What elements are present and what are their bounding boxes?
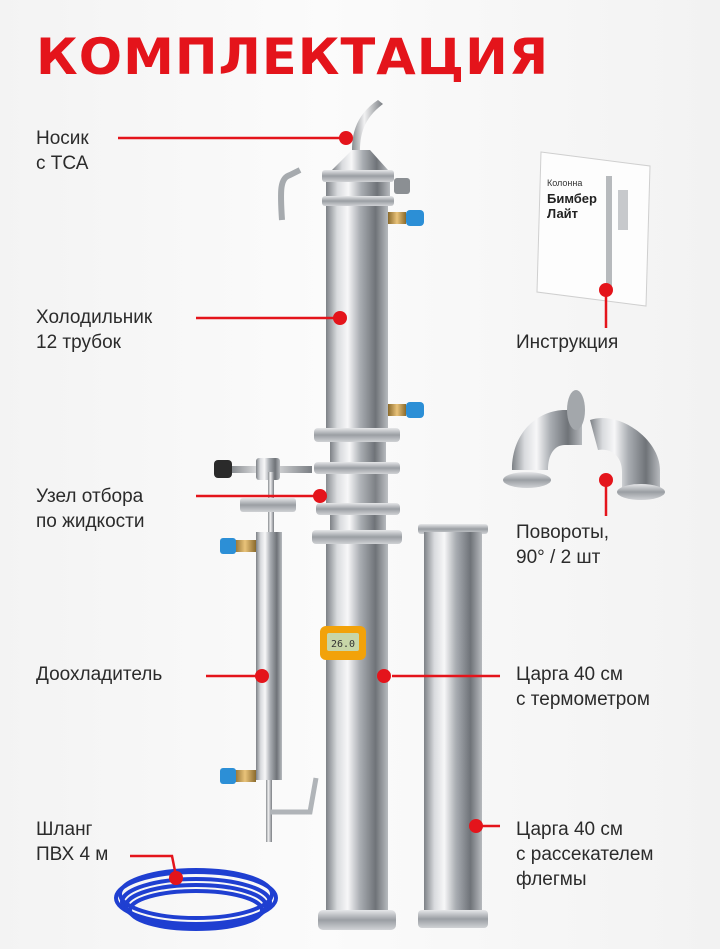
manual-cover-line2: Бимбер <box>547 191 597 206</box>
aftercooler-part <box>220 532 319 842</box>
label-tsarga-breaker-line1: Царга 40 см <box>516 819 623 840</box>
page-title: КОМПЛЕКТАЦИЯ <box>36 28 550 86</box>
bends-part <box>503 390 665 500</box>
nozzle-part <box>278 100 410 221</box>
label-hose-line1: Шланг <box>36 819 93 840</box>
label-bends-line1: Повороты, <box>516 522 610 543</box>
label-hose: Шланг ПВХ 4 м <box>36 817 108 867</box>
label-take-off-line1: Узел отбора <box>36 486 144 507</box>
callout-dots <box>169 131 613 885</box>
tsarga-thermometer: 26.0 <box>318 544 396 930</box>
label-manual-line1: Инструкция <box>516 332 619 353</box>
label-bends: Повороты, 90° / 2 шт <box>516 520 609 570</box>
label-take-off-line2: по жидкости <box>36 511 145 532</box>
manual-booklet: Колонна Бимбер Лайт <box>536 151 651 307</box>
label-tsarga-breaker: Царга 40 см с рассекателем флегмы <box>516 817 654 892</box>
label-condenser-line1: Холодильник <box>36 307 153 328</box>
label-aftercooler-line1: Доохладитель <box>36 664 163 685</box>
label-aftercooler: Доохладитель <box>36 662 162 687</box>
label-nozzle-line2: с ТСА <box>36 153 89 174</box>
label-tsarga-thermo-line2: с термометром <box>516 689 650 710</box>
label-manual: Инструкция <box>516 330 618 355</box>
label-tsarga-breaker-line3: флегмы <box>516 869 587 890</box>
label-condenser-line2: 12 трубок <box>36 332 121 353</box>
label-tsarga-breaker-line2: с рассекателем <box>516 844 654 865</box>
callouts <box>118 136 608 877</box>
label-take-off: Узел отбора по жидкости <box>36 484 144 534</box>
label-hose-line2: ПВХ 4 м <box>36 844 109 865</box>
thermometer-readout: 26.0 <box>331 639 355 650</box>
manual-cover-line1: Колонна <box>547 178 582 188</box>
label-tsarga-thermo: Царга 40 см с термометром <box>516 662 650 712</box>
label-nozzle-line1: Носик <box>36 128 89 149</box>
label-bends-line2: 90° / 2 шт <box>516 547 601 568</box>
tsarga-breaker <box>418 524 488 928</box>
take-off-node <box>214 428 402 544</box>
label-nozzle: Носик с ТСА <box>36 126 89 176</box>
label-condenser: Холодильник 12 трубок <box>36 305 152 355</box>
manual-cover-line3: Лайт <box>547 206 578 221</box>
hose-coil <box>114 868 278 931</box>
label-tsarga-thermo-line1: Царга 40 см <box>516 664 623 685</box>
